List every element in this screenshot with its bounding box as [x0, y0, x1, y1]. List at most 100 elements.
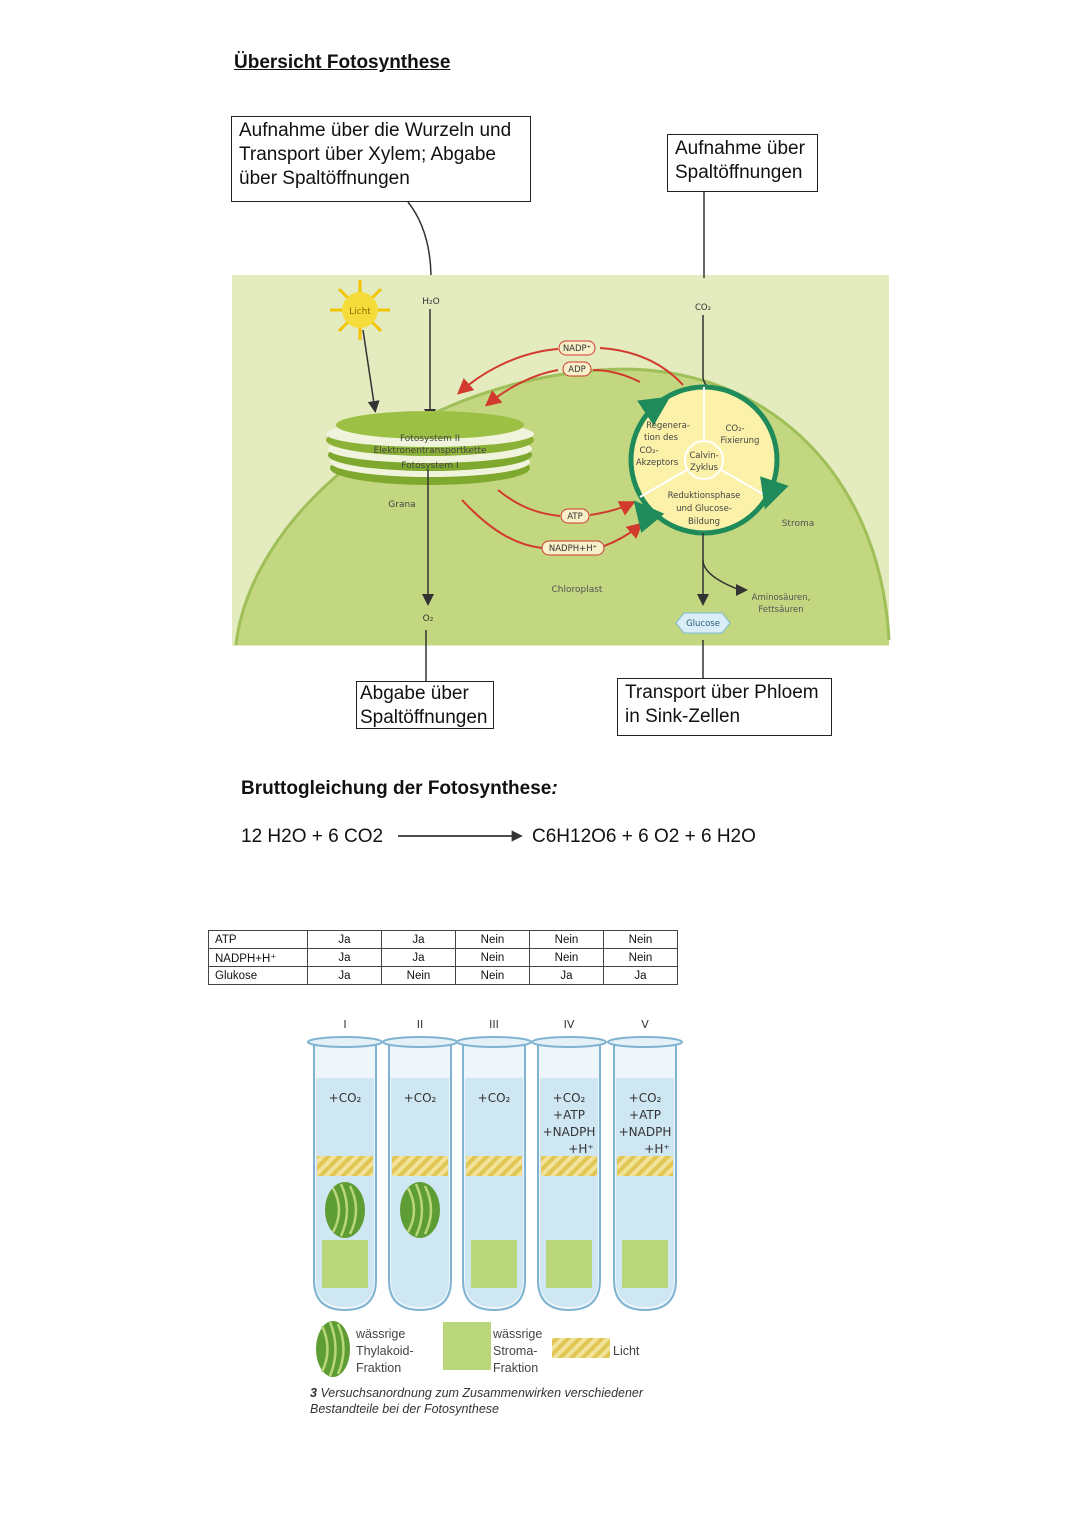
regen-line-1: Regenera- — [646, 421, 690, 431]
light-band — [617, 1156, 673, 1176]
figure-caption: 3 Versuchsanordnung zum Zusammenwirken v… — [310, 1386, 644, 1416]
tube-addition: +H⁺ — [568, 1142, 593, 1156]
licht-label: Licht — [349, 307, 371, 317]
stroma-fraction — [322, 1240, 368, 1288]
tube-addition: +NADPH — [619, 1125, 672, 1139]
roots-transport-box: Aufnahme über die Wurzeln und Transport … — [231, 116, 531, 202]
legend-stroma-text: wässrige Stroma- Fraktion — [493, 1327, 543, 1375]
o2-label: O₂ — [423, 614, 434, 624]
tube-addition: +CO₂ — [329, 1091, 362, 1105]
reduction-line-3: Bildung — [688, 517, 720, 527]
test-tube-2: II +CO₂ — [382, 1018, 458, 1312]
tube-numeral: II — [417, 1018, 424, 1031]
adp-label: ADP — [568, 365, 586, 375]
test-tube-4: IV+CO₂+ATP+NADPH+H⁺ — [531, 1018, 607, 1312]
table-row: ATP Ja Ja Nein Nein Nein — [208, 930, 678, 949]
chloroplast-label: Chloroplast — [552, 585, 603, 595]
o2-release-box: Abgabe über Spaltöffnungen — [356, 681, 494, 729]
equation-right: C6H12O6 + 6 O2 + 6 H2O — [532, 826, 756, 847]
stomata-intake-box: Aufnahme über Spaltöffnungen — [667, 134, 818, 192]
test-tube-5: V +CO₂ +ATP +NADPH +H⁺ — [607, 1018, 683, 1312]
light-band — [392, 1156, 448, 1176]
tube-rim — [531, 1036, 607, 1048]
table-cell: Nein — [381, 966, 456, 985]
tube-addition: +CO₂ — [404, 1091, 437, 1105]
light-band — [317, 1156, 373, 1176]
nadph-label: NADPH+H⁺ — [549, 544, 597, 554]
legend-thylakoid-text: wässrige Thylakoid- Fraktion — [356, 1327, 414, 1375]
phloem-transport-box: Transport über Phloem in Sink-Zellen — [617, 678, 832, 736]
tube-addition: +H⁺ — [644, 1142, 669, 1156]
regen-line-2: tion des — [644, 433, 679, 443]
grana-stack — [326, 411, 534, 485]
reduction-line-2: und Glucose- — [676, 504, 732, 514]
atp-label: ATP — [567, 512, 582, 522]
thylakoid-fraction — [400, 1182, 440, 1238]
legend — [316, 1321, 610, 1377]
thylakoid-fraction — [325, 1182, 365, 1238]
calvin-line-2: Zyklus — [690, 463, 719, 473]
roots-connector — [407, 201, 432, 276]
table-cell: Ja — [381, 948, 456, 967]
fix-line-2: Fixierung — [721, 436, 760, 446]
table-row: NADPH+H⁺ Ja Ja Nein Nein Nein — [208, 948, 678, 967]
table-cell: Nein — [455, 966, 530, 985]
reduction-line-1: Reduktionsphase — [668, 491, 741, 501]
light-legend-icon — [552, 1338, 610, 1358]
glucose-shape — [675, 612, 731, 634]
tube-numeral: I — [343, 1018, 346, 1031]
photosystem2-label: Fotosystem II — [400, 434, 460, 444]
tube-addition: +CO₂ — [629, 1091, 662, 1105]
stroma-label: Stroma — [782, 519, 815, 529]
glucose-label: Glucose — [686, 619, 720, 629]
nadp-label: NADP⁺ — [563, 344, 591, 354]
tube-numeral: V — [641, 1018, 649, 1031]
table-cell: Ja — [307, 966, 382, 985]
sun-icon — [330, 280, 390, 340]
photosystem1-label: Fotosystem I — [401, 461, 458, 471]
table-cell: Nein — [603, 948, 678, 967]
amino-line-1: Aminosäuren, — [752, 593, 811, 603]
fix-line-1: CO₂- — [725, 424, 744, 434]
tube-rim — [607, 1036, 683, 1048]
row-label: Glukose — [208, 966, 308, 985]
table-cell: Ja — [529, 966, 604, 985]
stroma-legend-icon — [443, 1322, 491, 1370]
tube-addition: +CO₂ — [478, 1091, 511, 1105]
co2-label: CO₂ — [695, 303, 711, 313]
page-title: Übersicht Fotosynthese — [234, 52, 451, 73]
stroma-fraction — [546, 1240, 592, 1288]
table-cell: Nein — [455, 930, 530, 949]
calvin-line-1: Calvin- — [689, 451, 718, 461]
equation-title: Bruttogleichung der Fotosynthese: — [241, 778, 558, 799]
table-row: Glukose Ja Nein Nein Ja Ja — [208, 966, 678, 985]
table-cell: Nein — [603, 930, 678, 949]
tube-addition: +ATP — [629, 1108, 661, 1122]
light-band — [466, 1156, 522, 1176]
amino-line-2: Fettsäuren — [758, 605, 803, 615]
legend-light-text: Licht — [613, 1344, 640, 1358]
tube-addition: +NADPH — [543, 1125, 596, 1139]
tube-rim — [307, 1036, 383, 1048]
table-cell: Ja — [603, 966, 678, 985]
etc-label: Elektronentransportkette — [373, 446, 486, 456]
tube-rim — [456, 1036, 532, 1048]
regen-line-3: CO₂- — [639, 446, 658, 456]
results-table: ATP Ja Ja Nein Nein Nein NADPH+H⁺ Ja Ja … — [208, 930, 678, 985]
grana-label: Grana — [388, 500, 415, 510]
stroma-fraction — [471, 1240, 517, 1288]
test-tube-3: III +CO₂ — [456, 1018, 532, 1312]
light-band — [541, 1156, 597, 1176]
tube-numeral: III — [489, 1018, 499, 1031]
equation-left: 12 H2O + 6 CO2 — [241, 826, 384, 847]
light-arrow — [362, 329, 380, 413]
thylakoid-legend-icon — [316, 1321, 350, 1377]
test-tube-1: I +CO₂ — [307, 1018, 383, 1312]
tube-rim — [382, 1036, 458, 1048]
tube-addition: +ATP — [553, 1108, 585, 1122]
h2o-label: H₂O — [422, 297, 439, 307]
calvin-cycle — [628, 384, 789, 536]
tube-addition: +CO₂ — [553, 1091, 586, 1105]
